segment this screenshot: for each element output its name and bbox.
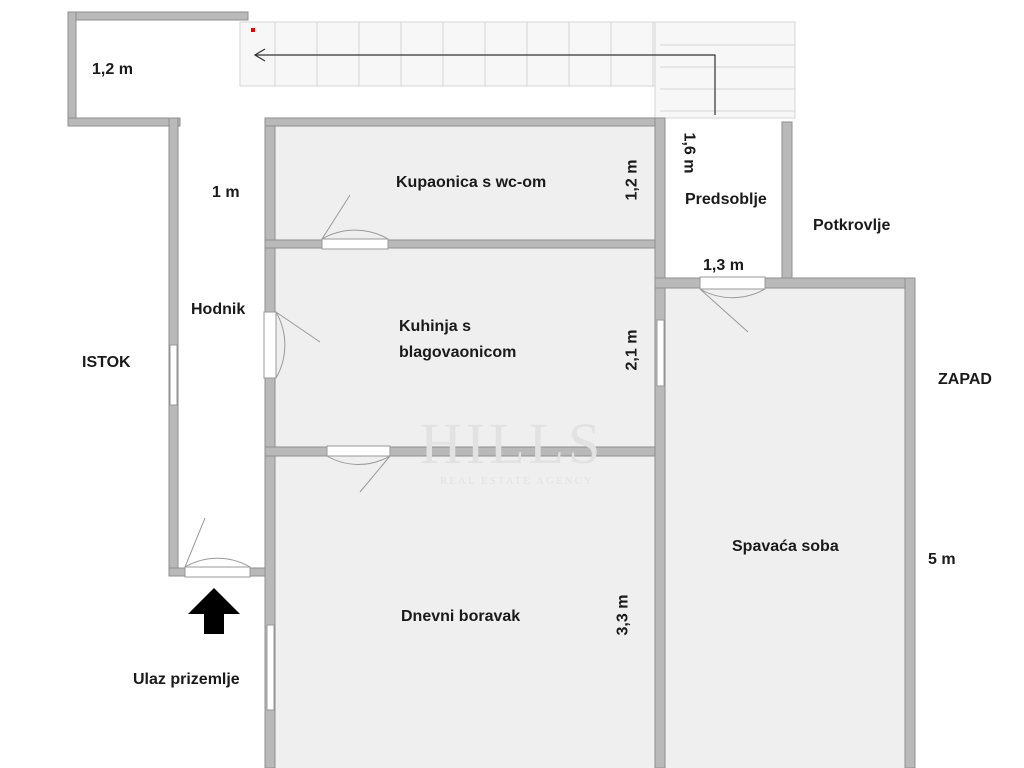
kitchen-side-door xyxy=(263,311,277,379)
living-door xyxy=(326,445,391,457)
dimension-top-left: 1,2 m xyxy=(92,61,133,78)
entrance-door xyxy=(184,566,251,578)
label-living: Dnevni boravak xyxy=(401,608,521,625)
label-hall: Predsoblje xyxy=(685,191,767,208)
label-bathroom: Kupaonica s wc-om xyxy=(396,174,547,191)
label-kitchen-line2: blagovaonicom xyxy=(399,344,517,361)
label-entrance: Ulaz prizemlje xyxy=(133,671,240,688)
doors xyxy=(184,194,766,578)
dimension-bathroom-height: 1,2 m xyxy=(623,159,641,201)
staircase xyxy=(239,21,796,119)
dimension-hall-width: 1,3 m xyxy=(703,257,744,274)
watermark-logo: HILLS xyxy=(420,411,605,476)
corridor-window xyxy=(169,344,178,406)
dimension-living-height: 3,3 m xyxy=(614,594,632,636)
label-east: ISTOK xyxy=(82,354,131,371)
living-area xyxy=(270,452,660,768)
label-kitchen-line1: Kuhinja s xyxy=(399,318,472,335)
dimension-kitchen-height: 2,1 m xyxy=(623,329,641,371)
label-corridor: Hodnik xyxy=(191,301,246,318)
label-bedroom: Spavaća soba xyxy=(732,538,839,555)
dimension-bedroom-height: 5 m xyxy=(928,551,956,568)
dimension-corridor-width: 1 m xyxy=(212,184,240,201)
kitchen-area xyxy=(270,244,660,450)
red-marker xyxy=(251,28,255,32)
room-fills xyxy=(270,122,910,768)
dimension-hall-height: 1,6 m xyxy=(680,132,698,174)
windows xyxy=(169,319,665,711)
label-attic: Potkrovlje xyxy=(813,217,891,234)
label-west: ZAPAD xyxy=(938,371,992,388)
bedroom-door xyxy=(699,276,766,290)
living-window xyxy=(266,624,275,711)
watermark-tagline: REAL ESTATE AGENCY xyxy=(440,475,594,487)
stair-arrow xyxy=(253,48,716,115)
entrance-arrow-icon xyxy=(188,588,240,634)
bathroom-area xyxy=(270,122,660,244)
kitchen-window xyxy=(656,319,665,387)
bathroom-door xyxy=(321,238,389,250)
bedroom-area xyxy=(660,284,910,768)
